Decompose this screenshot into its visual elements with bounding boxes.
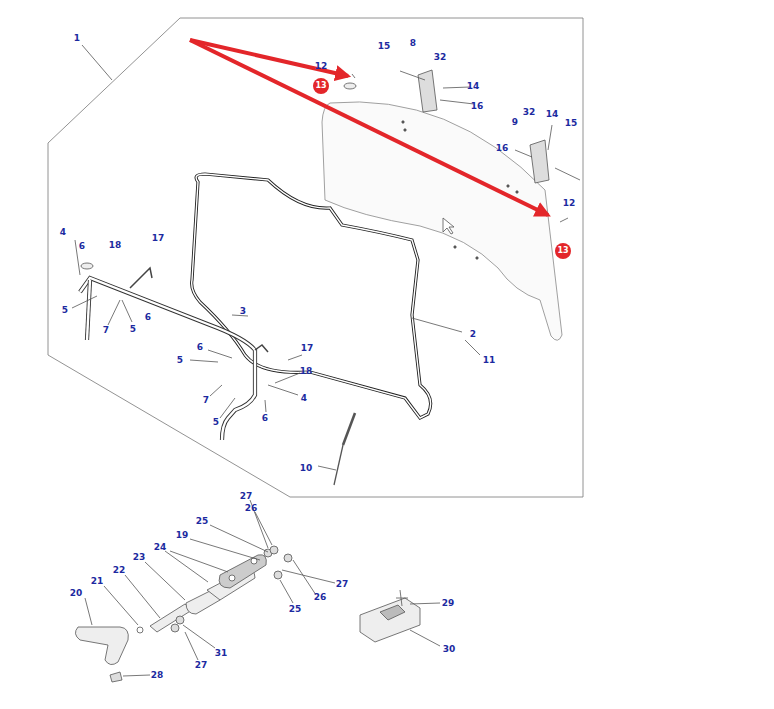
callout-number: 19 (176, 531, 189, 540)
callout-number: 8 (410, 39, 416, 48)
callout-number: 7 (103, 326, 109, 335)
callout-number: 1 (74, 34, 80, 43)
callout-number: 7 (203, 396, 209, 405)
callout-number: 6 (262, 414, 268, 423)
callout-number: 15 (565, 119, 578, 128)
callout-number: 21 (91, 577, 104, 586)
callout-number: 22 (113, 566, 126, 575)
callout-number: 6 (197, 343, 203, 352)
callout-number: 32 (434, 53, 447, 62)
callout-number: 18 (109, 241, 122, 250)
callout-number: 14 (546, 110, 559, 119)
callout-number: 18 (300, 367, 313, 376)
callout-number: 6 (145, 313, 151, 322)
callout-number: 9 (512, 118, 518, 127)
callout-number: 25 (196, 517, 209, 526)
highlight-marker: 13 (555, 243, 571, 259)
callout-number: 11 (483, 356, 496, 365)
callout-number: 13 (557, 247, 568, 255)
callout-number: 24 (154, 543, 167, 552)
callout-number: 2 (470, 330, 476, 339)
callout-number: 12 (315, 62, 328, 71)
callout-number: 5 (130, 325, 136, 334)
callout-number: 3 (240, 307, 246, 316)
callout-number: 4 (301, 394, 307, 403)
callout-number: 15 (378, 42, 391, 51)
callout-number: 13 (315, 82, 326, 90)
callout-number: 32 (523, 108, 536, 117)
highlight-marker: 13 (313, 78, 329, 94)
callout-number: 14 (467, 82, 480, 91)
callout-number: 31 (215, 649, 228, 658)
callout-number: 26 (245, 504, 258, 513)
callout-number: 30 (443, 645, 456, 654)
callout-number: 27 (195, 661, 208, 670)
callout-number: 12 (563, 199, 576, 208)
callout-number: 5 (213, 418, 219, 427)
callout-number: 17 (301, 344, 314, 353)
callout-number: 27 (240, 492, 253, 501)
callout-number: 16 (496, 144, 509, 153)
callout-number: 6 (79, 242, 85, 251)
callout-number: 26 (314, 593, 327, 602)
callout-number: 16 (471, 102, 484, 111)
callout-number: 28 (151, 671, 164, 680)
callout-number: 29 (442, 599, 455, 608)
callout-number: 27 (336, 580, 349, 589)
callout-number: 20 (70, 589, 83, 598)
callout-number: 10 (300, 464, 313, 473)
callout-number: 4 (60, 228, 66, 237)
callout-number: 23 (133, 553, 146, 562)
callout-number: 17 (152, 234, 165, 243)
callout-number: 5 (62, 306, 68, 315)
callout-number: 5 (177, 356, 183, 365)
callout-number: 25 (289, 605, 302, 614)
